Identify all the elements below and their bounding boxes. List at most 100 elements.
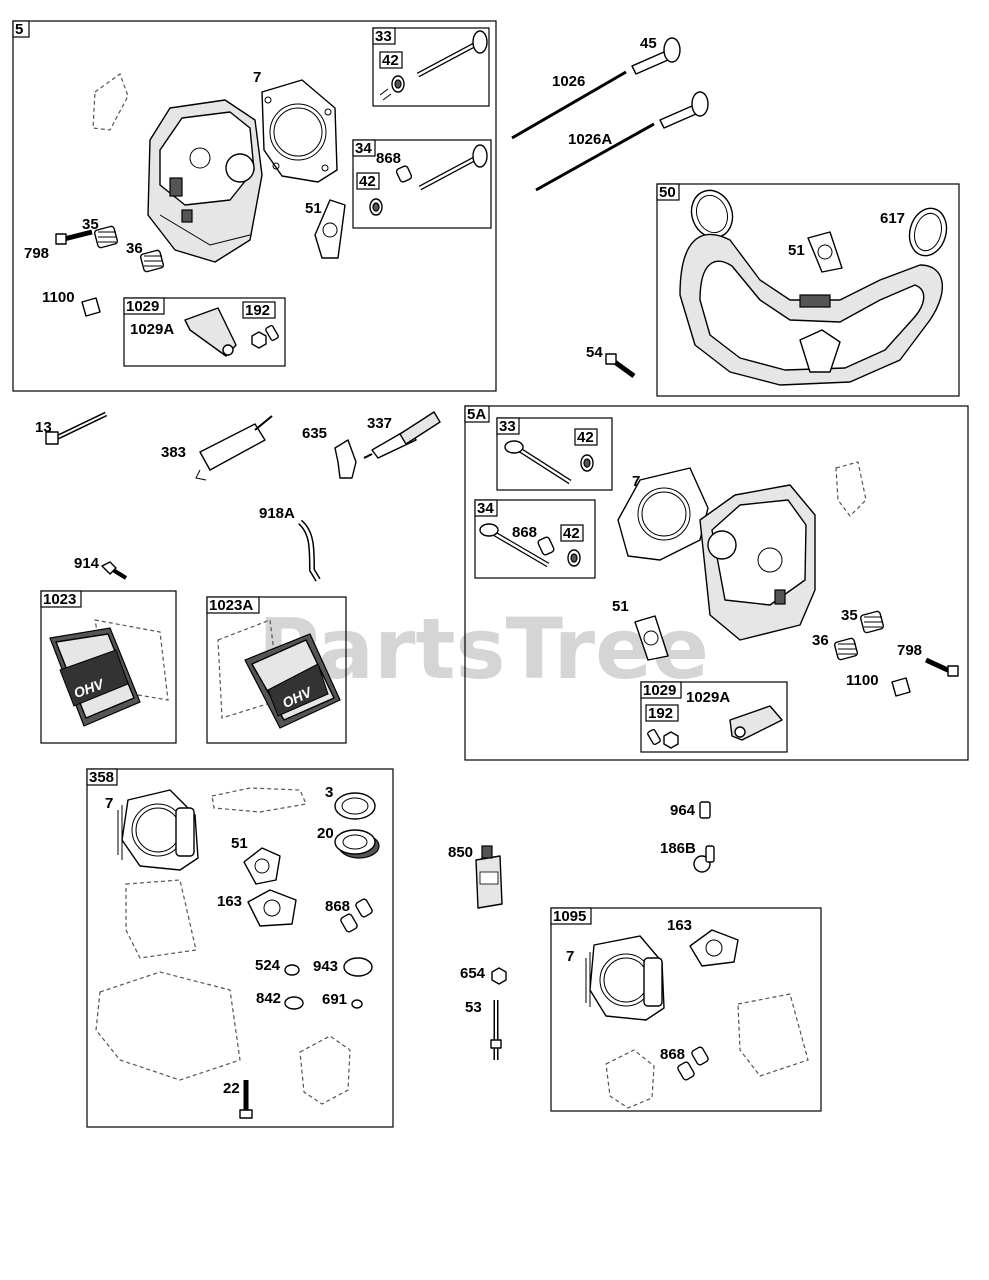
- valve-seal-icon: [340, 898, 373, 933]
- part-53-label: 53: [465, 999, 482, 1016]
- part-1029-tag: 1029: [126, 298, 159, 315]
- part-22-label: 22: [223, 1080, 240, 1097]
- part-192-tag: 192: [648, 705, 673, 722]
- bolt-icon: [605, 353, 636, 379]
- group-1023[interactable]: 1023 OHV: [40, 590, 177, 744]
- part-35-label: 35: [82, 216, 99, 233]
- group-5[interactable]: 5 33 42 34 868 42: [12, 20, 497, 392]
- part-3-label: 3: [325, 784, 333, 801]
- spark-plug-icon: [363, 411, 441, 459]
- part-42-tag: 42: [563, 525, 580, 542]
- screw-icon: [101, 561, 128, 580]
- o-ring-icon: [343, 957, 373, 977]
- part-868-label: 868: [512, 524, 537, 541]
- dashed-gasket-icon: [92, 73, 129, 131]
- part-524-label: 524: [255, 957, 281, 974]
- head-gasket-stack-icon: [585, 935, 665, 1021]
- part-7-label: 7: [566, 948, 574, 965]
- part-1026-label: 1026: [552, 73, 585, 90]
- valve-tappet-icon: [659, 91, 709, 129]
- part-383-label: 383: [161, 444, 186, 461]
- part-51-label: 51: [231, 835, 248, 852]
- valve-spring-icon: [139, 249, 165, 273]
- part-842-label: 842: [256, 990, 281, 1007]
- part-868-label: 868: [660, 1046, 685, 1063]
- clip-icon: [81, 297, 101, 317]
- intake-valve-icon: [416, 30, 488, 78]
- part-51-label: 51: [305, 200, 322, 217]
- part-54-label: 54: [586, 344, 603, 361]
- watermark: PartsTree: [258, 600, 709, 698]
- long-bolt-icon: [45, 411, 108, 445]
- valve-seal-icon: [677, 1046, 709, 1081]
- oil-seal-icon: [334, 829, 380, 859]
- push-rod-icon: [535, 122, 655, 192]
- part-654-label: 654: [460, 965, 486, 982]
- nut-screw-icon: [647, 728, 679, 749]
- exhaust-gasket-icon: [247, 889, 297, 927]
- group-1023a[interactable]: 1023A OHV: [206, 596, 347, 744]
- group-358-tag: 358: [89, 769, 114, 786]
- exhaust-valve-icon: [369, 144, 488, 216]
- part-45-label: 45: [640, 35, 657, 52]
- cylinder-head-icon: [699, 484, 816, 641]
- part-1100-label: 1100: [846, 672, 879, 689]
- breather-tube-icon: [297, 519, 321, 582]
- intake-valve-icon: [504, 440, 594, 485]
- dashed-gasket-icon: [737, 993, 809, 1077]
- head-gasket-stack-icon: [117, 789, 199, 871]
- part-798-label: 798: [24, 245, 49, 262]
- exhaust-gasket-icon: [689, 929, 739, 967]
- exhaust-valve-icon: [479, 523, 581, 568]
- part-36-label: 36: [126, 240, 143, 257]
- part-850-label: 850: [448, 844, 473, 861]
- wire-harness-icon: [195, 415, 273, 481]
- group-1095[interactable]: 1095 163 7 868: [550, 907, 822, 1112]
- o-ring-icon: [351, 999, 363, 1009]
- manifold-gasket-icon: [807, 231, 843, 273]
- part-34-tag: 34: [477, 500, 494, 517]
- dashed-gasket-icon: [125, 879, 197, 959]
- part-691-label: 691: [322, 991, 347, 1008]
- group-50-tag: 50: [659, 184, 676, 201]
- part-1026a-label: 1026A: [568, 131, 612, 148]
- o-ring-icon: [284, 964, 300, 976]
- part-33-tag: 33: [375, 28, 392, 45]
- valve-cover-icon: OHV: [244, 633, 341, 729]
- head-gasket-icon: [261, 79, 338, 183]
- nut-icon: [491, 967, 507, 985]
- part-20-label: 20: [317, 825, 334, 842]
- dashed-gasket-icon: [835, 461, 867, 517]
- dashed-gasket-icon: [605, 1049, 655, 1109]
- part-186b-label: 186B: [660, 840, 696, 857]
- part-635-label: 635: [302, 425, 327, 442]
- group-5-tag: 5: [15, 21, 23, 38]
- intake-gasket-icon: [243, 847, 281, 885]
- spark-plug-boot-icon: [334, 439, 357, 479]
- sealant-tube-icon: [475, 845, 503, 909]
- push-rod-icon: [511, 70, 627, 140]
- group-5a[interactable]: 5A 33 42 34 868 42 7: [464, 405, 969, 761]
- part-7-label: 7: [253, 69, 261, 86]
- part-617-label: 617: [880, 210, 905, 227]
- part-798-label: 798: [897, 642, 922, 659]
- dashed-gasket-icon: [211, 787, 307, 813]
- valve-cover-icon: OHV: [49, 627, 141, 727]
- valve-spring-icon: [859, 610, 885, 634]
- valve-keeper-icon: [379, 75, 405, 101]
- part-337-label: 337: [367, 415, 392, 432]
- part-163-label: 163: [217, 893, 242, 910]
- bolt-icon: [239, 1080, 253, 1119]
- group-358[interactable]: 358 7 3 20 51 163: [86, 768, 394, 1128]
- part-868-label: 868: [325, 898, 350, 915]
- part-1029a-label: 1029A: [686, 689, 730, 706]
- dashed-gasket-icon: [299, 1035, 351, 1105]
- part-964-label: 964: [670, 802, 696, 819]
- valve-tappet-icon: [631, 37, 681, 75]
- intake-gasket-icon: [634, 615, 669, 661]
- o-ring-icon: [690, 189, 948, 257]
- valve-spring-icon: [93, 225, 119, 249]
- seal-ring-icon: [334, 792, 376, 820]
- group-50[interactable]: 50 617 51: [656, 183, 960, 397]
